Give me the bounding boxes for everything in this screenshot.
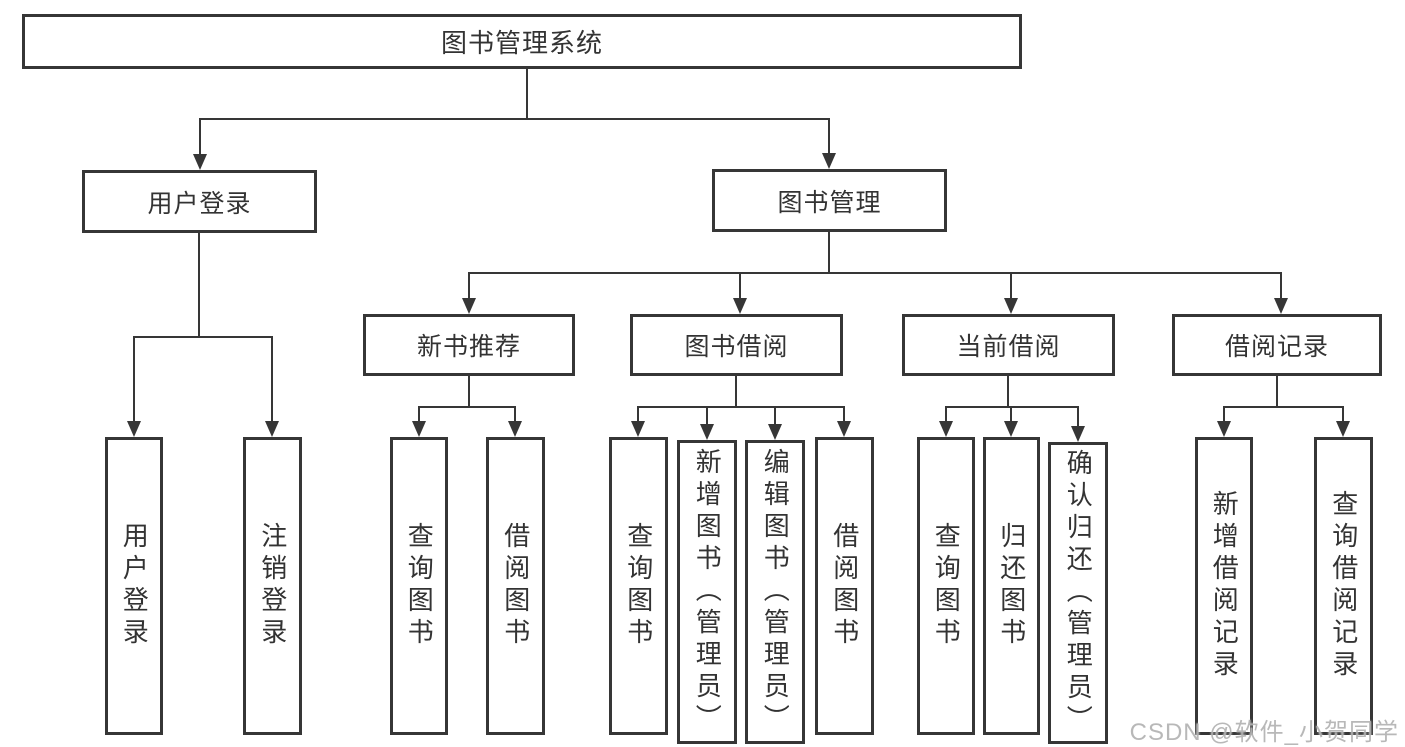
leaf-borrow-borrow-books: 借阅图书 [815,437,874,735]
connector-root-stem [526,69,528,118]
arrow-to-rec-query-books [411,406,427,437]
leaf-borrow-query-books: 查询图书 [609,437,668,735]
leaf-current-confirm-return-admin: 确认归还（管理员） [1048,442,1108,744]
connector-borrow-stem [735,376,737,406]
node-label: 借阅记录 [1224,333,1329,361]
node-label: 新增图书（管理员） [692,448,723,736]
leaf-recommend-borrow-books: 借阅图书 [486,437,545,735]
arrow-to-leaf-user-login [126,336,142,437]
leaf-current-return-books: 归还图书 [983,437,1040,735]
node-label: 新书推荐 [416,333,521,361]
node-label: 借阅图书 [500,522,531,650]
arrow-to-bb-add-books [699,406,715,440]
arrow-to-br-add-record [1216,406,1232,437]
arrow-to-new-book-recommend [461,272,477,314]
node-label: 编辑图书（管理员） [760,448,791,736]
connector-book-mgmt-stem [828,232,830,272]
node-book-management: 图书管理 [712,169,947,232]
node-library-management-system: 图书管理系统 [22,14,1022,69]
arrow-to-bb-query-books [630,406,646,437]
arrow-to-rec-borrow-books [507,406,523,437]
arrow-to-leaf-logout-login [264,336,280,437]
connector-level2-branch [199,118,830,120]
connector-current-branch [945,406,1079,408]
leaf-records-add-record: 新增借阅记录 [1195,437,1253,735]
arrow-to-user-login [192,118,208,170]
node-label: 图书借阅 [684,333,789,361]
node-label: 确认归还（管理员） [1063,449,1094,737]
arrow-to-book-borrow [732,272,748,314]
node-label: 查询图书 [623,522,654,650]
leaf-logout-login: 注销登录 [243,437,302,735]
arrow-to-borrow-records [1273,272,1289,314]
connector-borrow-branch [637,406,845,408]
node-label: 图书管理 [777,188,882,217]
leaf-recommend-query-books: 查询图书 [390,437,448,735]
connector-records-branch [1223,406,1344,408]
arrow-to-cb-return-books [1003,406,1019,437]
arrow-to-br-query-record [1335,406,1351,437]
connector-current-stem [1007,376,1009,406]
arrow-to-book-management [821,118,837,169]
node-label: 注销登录 [257,522,288,650]
connector-level3-branch [468,272,1282,274]
connector-user-login-branch [133,336,273,338]
node-label: 借阅图书 [829,522,860,650]
node-label: 查询图书 [404,522,435,650]
node-label: 用户登录 [119,522,150,650]
node-label: 新增借阅记录 [1209,490,1240,682]
arrow-to-current-borrow [1003,272,1019,314]
leaf-current-query-books: 查询图书 [917,437,975,735]
node-label: 归还图书 [996,522,1027,650]
node-new-book-recommend: 新书推荐 [363,314,575,376]
connector-user-login-stem [198,233,200,336]
node-label: 图书管理系统 [440,28,603,58]
arrow-to-bb-edit-books [767,406,783,440]
node-book-borrow: 图书借阅 [630,314,843,376]
leaf-user-login: 用户登录 [105,437,163,735]
node-current-borrow: 当前借阅 [902,314,1115,376]
node-label: 用户登录 [147,189,252,218]
connector-recommend-branch [418,406,516,408]
arrow-to-bb-borrow-books [836,406,852,437]
arrow-to-cb-confirm-return [1070,406,1086,442]
leaf-borrow-edit-books-admin: 编辑图书（管理员） [745,440,805,744]
node-label: 当前借阅 [956,333,1061,361]
node-label: 查询图书 [931,522,962,650]
connector-recommend-stem [468,376,470,406]
connector-records-stem [1276,376,1278,406]
arrow-to-cb-query-books [938,406,954,437]
node-label: 查询借阅记录 [1328,490,1359,682]
leaf-borrow-add-books-admin: 新增图书（管理员） [677,440,737,744]
csdn-watermark: CSDN @软件_小贺同学 [1129,719,1399,746]
node-borrow-records: 借阅记录 [1172,314,1382,376]
leaf-records-query-record: 查询借阅记录 [1314,437,1373,735]
node-user-login: 用户登录 [82,170,317,233]
